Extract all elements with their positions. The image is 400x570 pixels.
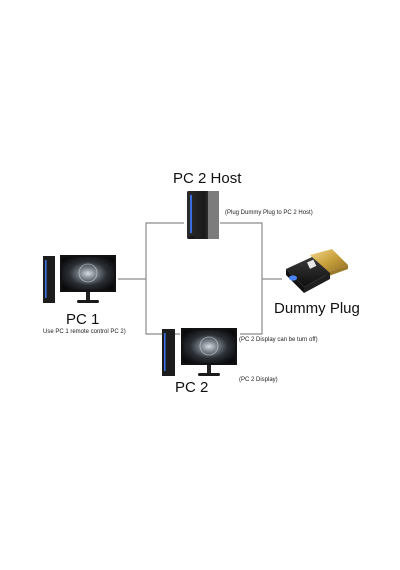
line-pc2host-to-junction <box>145 222 184 335</box>
dummy-plug-label: Dummy Plug <box>274 300 360 317</box>
dummy-plug-icon <box>286 249 348 293</box>
line-pc2host-to-pc2display <box>220 222 263 335</box>
pc2-label: PC 2 <box>175 379 209 396</box>
pc2-display-note: (PC 2 Display) <box>239 377 278 383</box>
pc2-host-note: (Plug Dummy Plug to PC 2 Host) <box>225 210 313 216</box>
pc2-host-label: PC 2 Host <box>173 170 242 187</box>
pc1-label: PC 1 <box>66 311 100 328</box>
pc2-computer-icon <box>162 328 237 376</box>
pc1-note: Use PC 1 remote control PC 2) <box>43 329 126 335</box>
pc1-computer-icon <box>43 255 116 303</box>
pc2-host-tower-icon <box>187 191 219 239</box>
pc2-display-off-note: (PC 2 Display can be turn off) <box>239 337 318 343</box>
